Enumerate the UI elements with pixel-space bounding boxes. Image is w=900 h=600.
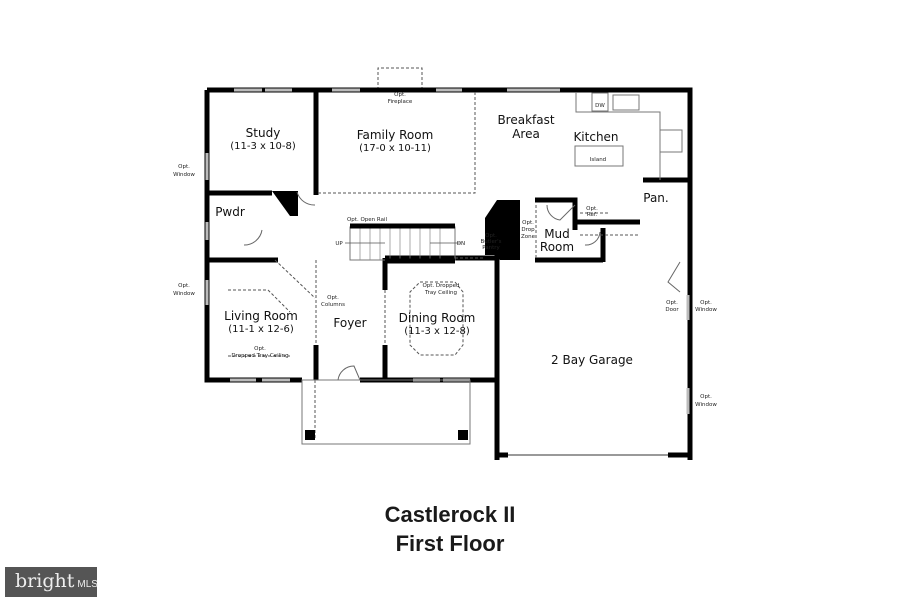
room-label-foyer: Foyer [333, 316, 366, 330]
svg-text:Opt.: Opt. [522, 220, 534, 226]
svg-text:Columns: Columns [321, 302, 345, 308]
room-label-mud-2: Room [540, 240, 574, 254]
svg-text:Opt.: Opt. [666, 300, 678, 306]
staircase [345, 223, 460, 264]
logo-suffix: MLS [77, 579, 98, 590]
porch-post [305, 430, 315, 440]
svg-text:Ref.: Ref. [587, 212, 597, 218]
doors [243, 191, 681, 381]
room-label-breakfast-1: Breakfast [497, 113, 554, 127]
room-dims-living: (11-1 x 12-6) [228, 324, 294, 335]
room-dims-study: (11-3 x 10-8) [230, 141, 296, 152]
svg-text:Tray Ceiling: Tray Ceiling [424, 290, 457, 296]
svg-text:Window: Window [695, 307, 717, 313]
svg-text:Opt.: Opt. [700, 300, 712, 306]
room-label-living: Living Room [224, 309, 298, 323]
room-dims-family-room: (17-0 x 10-11) [359, 143, 431, 154]
svg-text:Butler's: Butler's [481, 239, 502, 245]
fireplace-outline [377, 67, 423, 90]
svg-text:Opt.: Opt. [254, 346, 266, 352]
room-label-study: Study [246, 126, 281, 140]
kitchen-fixtures [574, 92, 683, 180]
room-label-pantry: Pan. [643, 191, 668, 205]
room-label-garage: 2 Bay Garage [551, 353, 633, 367]
kitchen-island [574, 145, 624, 167]
svg-text:Window: Window [173, 291, 195, 297]
room-dims-dining: (11-3 x 12-8) [404, 326, 470, 337]
svg-text:Window: Window [173, 172, 195, 178]
room-label-family-room: Family Room [357, 128, 434, 142]
svg-text:Drop: Drop [521, 227, 535, 233]
svg-text:Island: Island [590, 157, 606, 163]
room-label-powder: Pwdr [215, 205, 245, 219]
svg-text:Dropped Tray Ceiling: Dropped Tray Ceiling [231, 353, 288, 359]
svg-text:Opt. Dropped: Opt. Dropped [422, 283, 459, 289]
svg-text:Opt.: Opt. [178, 164, 190, 170]
svg-text:Pantry: Pantry [482, 245, 500, 251]
interior-walls [207, 90, 688, 380]
svg-text:Opt.: Opt. [394, 92, 406, 98]
svg-text:UP: UP [335, 241, 343, 247]
svg-text:Zone: Zone [521, 234, 536, 240]
dashed-outlines [228, 92, 640, 440]
room-label-kitchen: Kitchen [573, 130, 618, 144]
svg-text:Opt. Open Rail: Opt. Open Rail [347, 217, 388, 223]
svg-text:Window: Window [695, 402, 717, 408]
logo-brand: bright [15, 570, 75, 592]
room-label-dining: Dining Room [399, 311, 476, 325]
svg-text:Door: Door [665, 307, 679, 313]
plan-name: Castlerock II [384, 502, 516, 527]
porch-post [458, 430, 468, 440]
svg-text:Opt.: Opt. [700, 394, 712, 400]
svg-text:DN: DN [457, 241, 465, 247]
svg-text:DW: DW [595, 103, 605, 109]
room-label-breakfast-2: Area [512, 127, 540, 141]
svg-text:Fireplace: Fireplace [388, 99, 413, 105]
notes: Opt. Fireplace Opt. Window Opt. Window O… [173, 92, 717, 408]
svg-text:Opt.: Opt. [485, 233, 497, 239]
svg-text:Opt.: Opt. [586, 206, 598, 212]
svg-text:Opt.: Opt. [178, 283, 190, 289]
room-label-mud-1: Mud [544, 227, 570, 241]
porch [301, 379, 471, 445]
plan-level: First Floor [395, 531, 505, 556]
svg-text:Opt.: Opt. [327, 295, 339, 301]
